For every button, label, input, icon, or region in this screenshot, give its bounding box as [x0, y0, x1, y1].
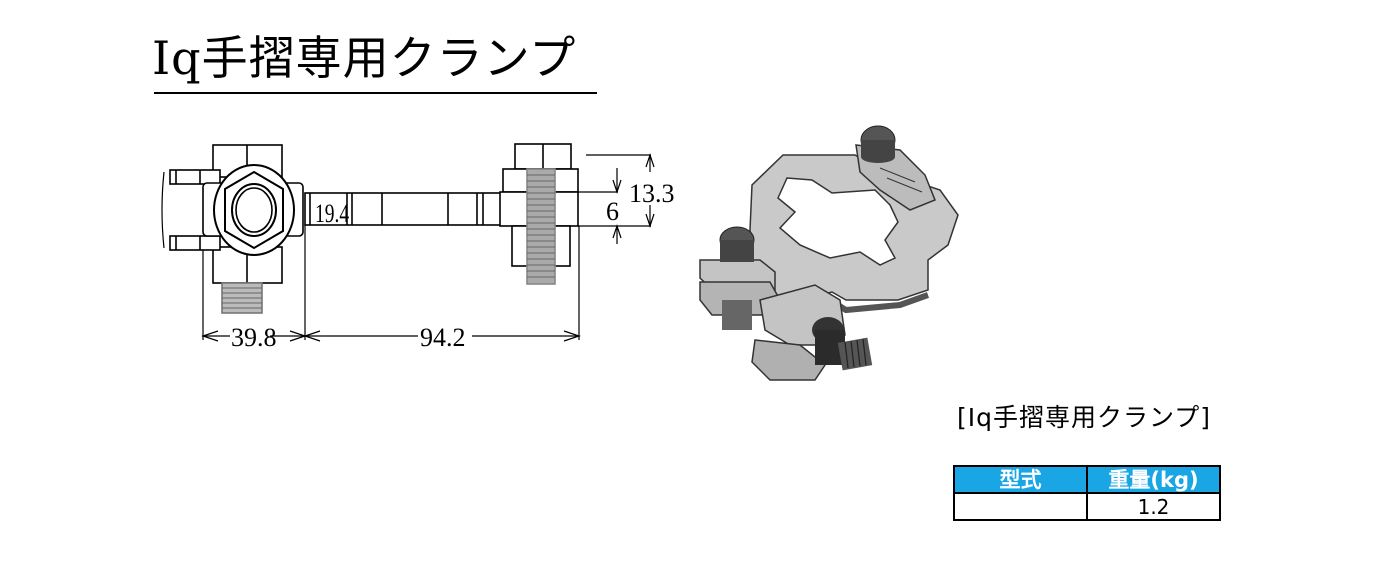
dim-plate-thickness: 6	[606, 197, 619, 226]
dim-bolt-height: 13.3	[629, 179, 675, 208]
spec-table: 型式 重量(kg) 1.2	[953, 465, 1221, 521]
spec-table-header-row: 型式 重量(kg)	[953, 465, 1221, 494]
title-underline	[154, 92, 597, 94]
dim-width-left: 39.8	[231, 323, 277, 352]
header-model: 型式	[953, 465, 1088, 494]
product-image	[699, 125, 959, 381]
dim-length: 94.2	[420, 323, 466, 352]
dim-height-left: 19.4	[315, 199, 350, 227]
cell-model	[953, 492, 1088, 521]
product-caption: [Iq手摺専用クランプ]	[957, 403, 1211, 432]
dimension-labels: 19.4 39.8 94.2 13.3 6	[231, 179, 675, 352]
header-weight: 重量(kg)	[1086, 465, 1221, 494]
table-row: 1.2	[953, 492, 1221, 521]
page-title: Iq手摺専用クランプ	[152, 31, 577, 85]
cell-weight: 1.2	[1086, 492, 1221, 521]
